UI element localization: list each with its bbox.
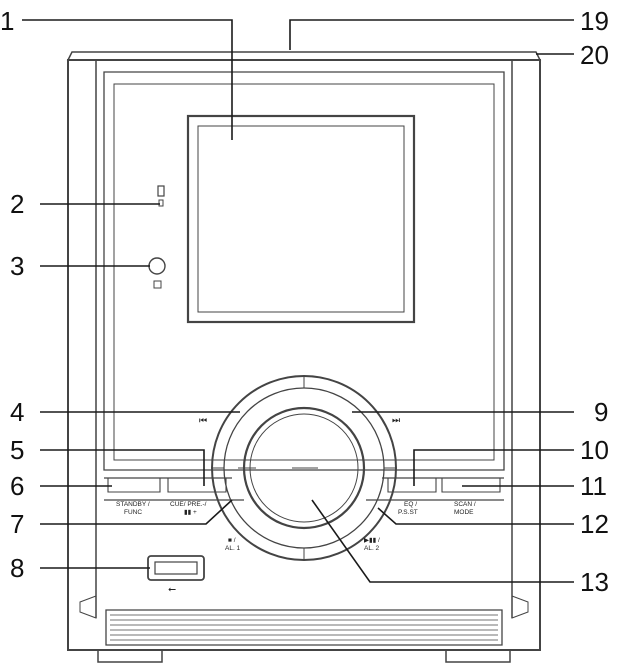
callout-8: 8 [10,553,24,583]
usb-port[interactable] [147,555,205,581]
speaker-grille [110,614,498,641]
callout-1: 1 [0,6,14,36]
callout-12: 12 [580,509,609,539]
usb-icon: ⭠ [168,584,176,595]
standby-label-1: STANDBY / [116,501,150,508]
callout-20: 20 [580,40,609,70]
play-label-1: ▶▮▮ / [364,537,380,544]
prev-icon: ⏮ [199,415,207,425]
callout-3: 3 [10,251,24,281]
standby-label-2: FUNC [124,509,142,516]
jog-dial[interactable] [211,375,397,561]
callout-13: 13 [580,567,609,597]
aux-jack-icon [148,257,166,289]
cue-label-2: ▮▮ + [184,509,197,516]
callout-7: 7 [10,509,24,539]
cue-label-1: CUE/ PRE.-/ [170,501,207,508]
callout-9: 9 [594,397,608,427]
eq-label-1: EQ / [404,501,417,508]
scan-label-1: SCAN / [454,501,476,508]
cabinet [66,51,542,663]
next-icon: ⏭ [392,415,400,425]
button-strip [104,477,504,501]
scan-label-2: MODE [454,509,474,516]
remote-sensor-icon [157,185,165,207]
callout-10: 10 [580,435,609,465]
callout-11: 11 [580,471,607,501]
callout-5: 5 [10,435,24,465]
display-window [186,114,416,324]
callout-19: 19 [580,6,609,36]
stop-label-2: AL. 1 [225,545,241,552]
callout-4: 4 [10,397,24,427]
play-label-2: AL. 2 [364,545,380,552]
leader-lines [22,19,574,583]
callout-2: 2 [10,189,24,219]
callout-6: 6 [10,471,24,501]
eq-label-2: P.S.ST [398,509,418,516]
stop-label-1: ■ / [228,537,236,544]
